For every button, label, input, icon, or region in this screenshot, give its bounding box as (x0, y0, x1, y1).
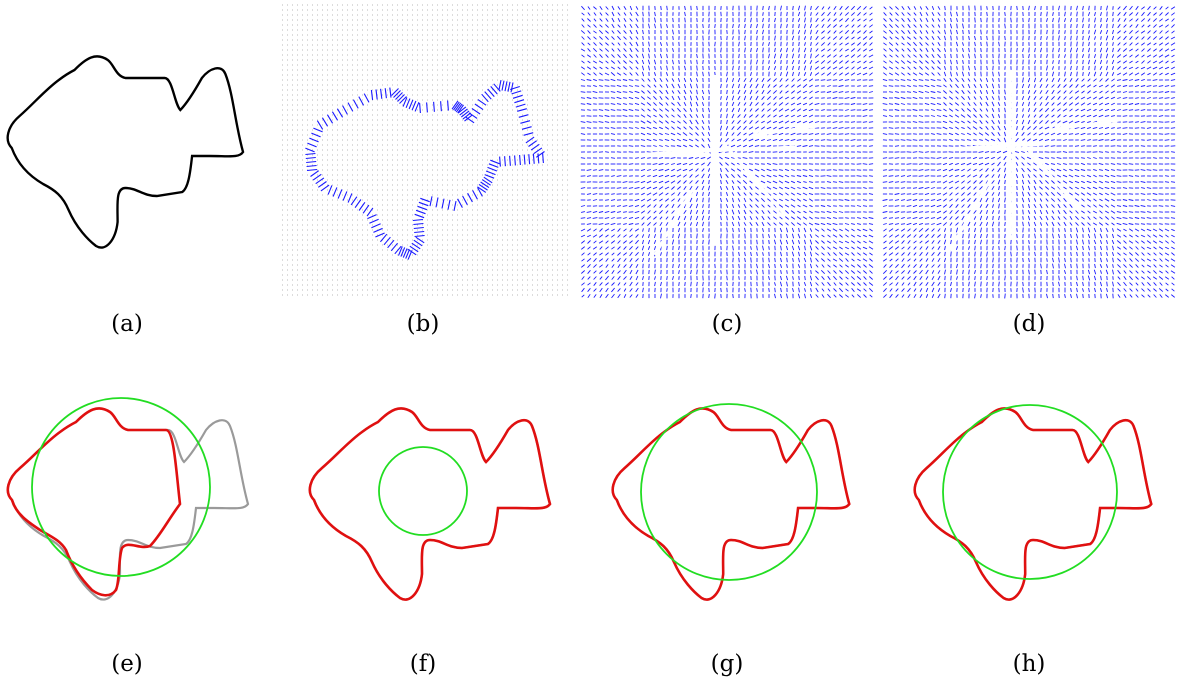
panel-c-vector-field (580, 5, 874, 299)
panel-f-segmentation (308, 407, 552, 601)
panel-a-contour (6, 55, 245, 249)
caption-b: (b) (407, 311, 440, 337)
caption-h: (h) (1013, 651, 1046, 677)
panel-d-vector-field (882, 5, 1176, 299)
caption-d: (d) (1013, 311, 1046, 337)
caption-a: (a) (111, 311, 143, 337)
caption-e: (e) (111, 651, 143, 677)
caption-g: (g) (711, 651, 744, 677)
caption-c: (c) (712, 311, 743, 337)
panel-e-segmentation (6, 397, 250, 601)
panel-b-vector-field (282, 4, 568, 296)
panel-g-segmentation (611, 403, 851, 601)
panel-h-segmentation (913, 404, 1153, 601)
caption-f: (f) (410, 651, 436, 677)
